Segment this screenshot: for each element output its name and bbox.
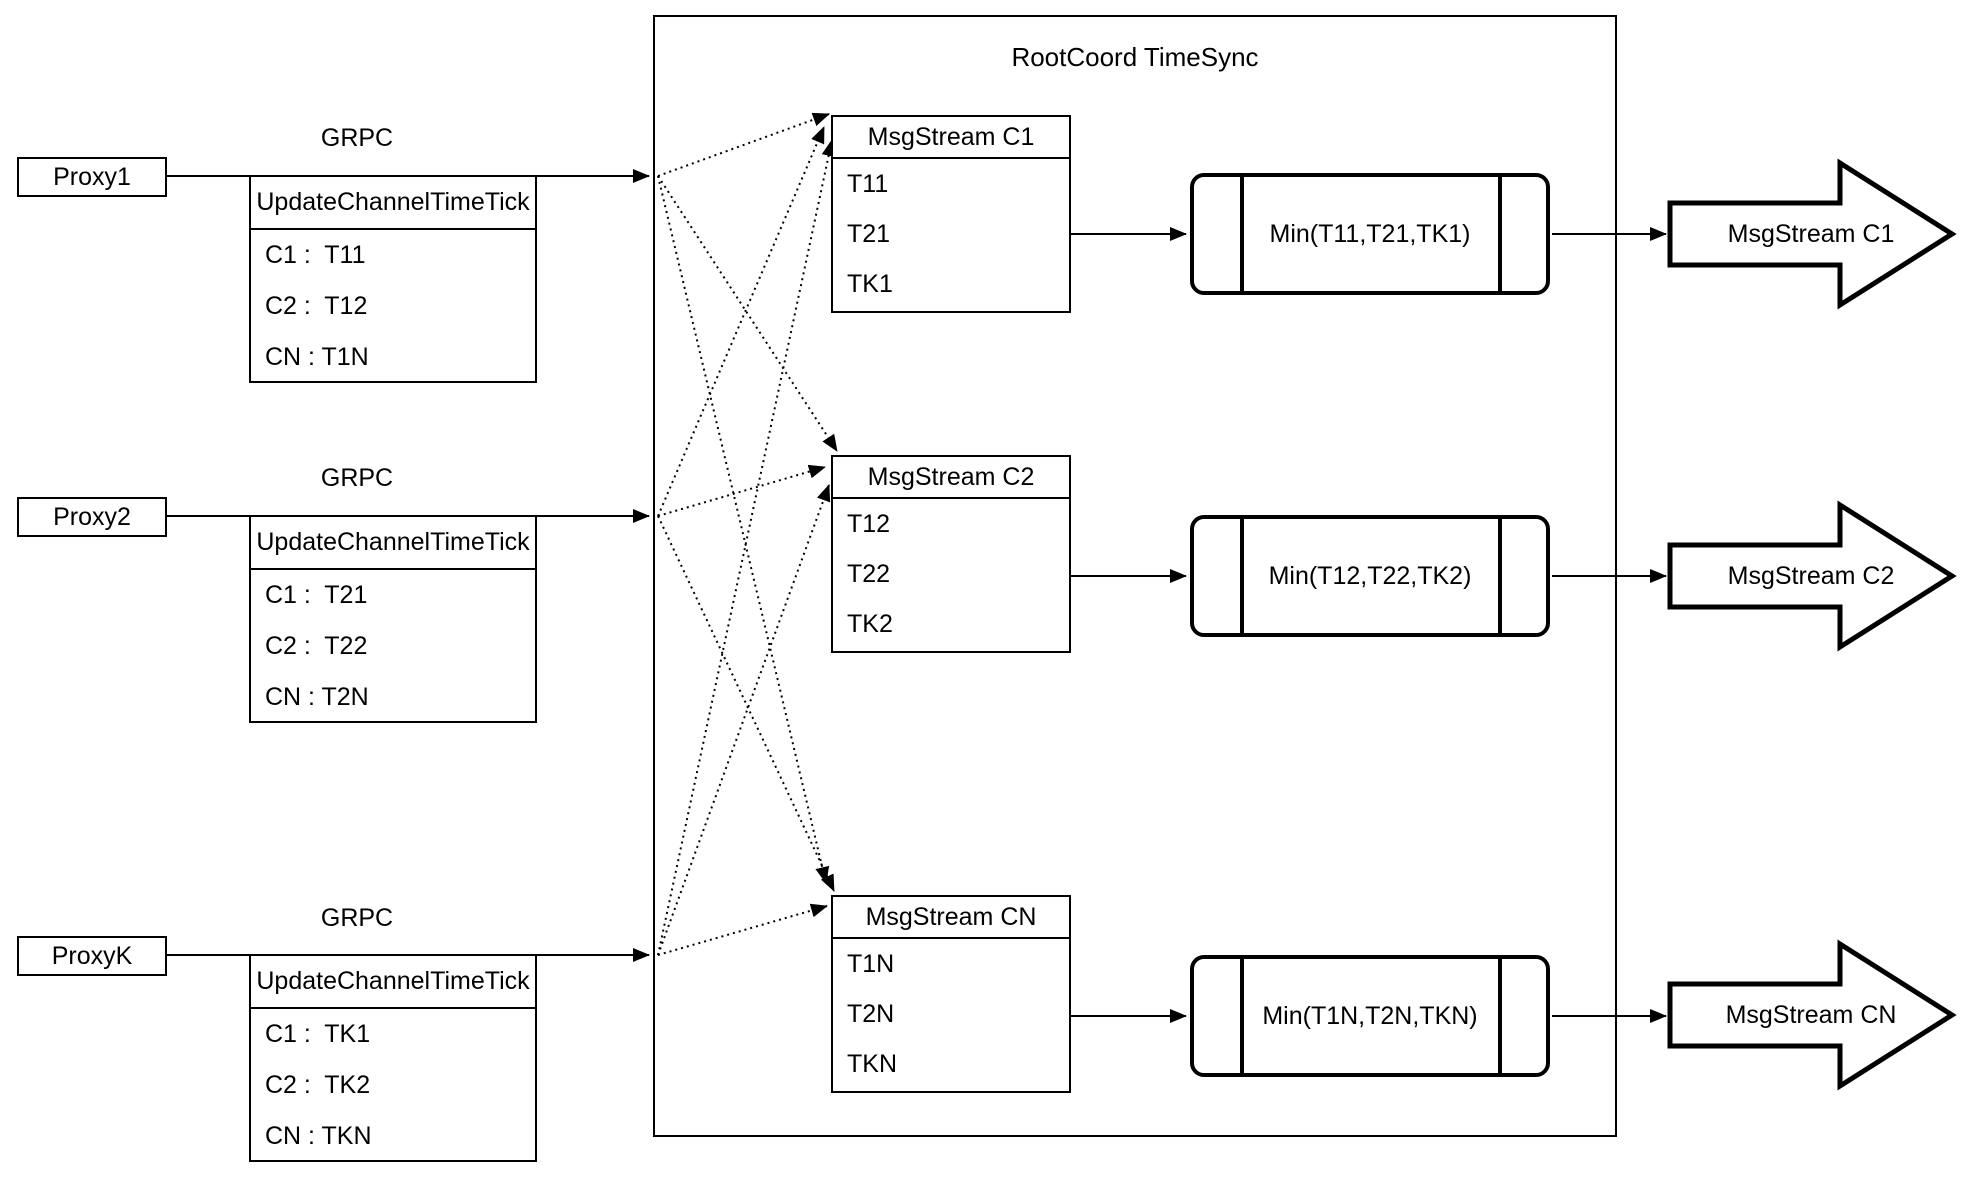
min-node-2-divider <box>1240 519 1244 633</box>
msgstream-box-cn-entry: T2N <box>847 999 895 1028</box>
grpc-label-3: GRPC <box>320 904 394 932</box>
proxyk-box: ProxyK <box>17 936 167 976</box>
output-arrow-c2-label: MsgStream C2 <box>1727 562 1895 590</box>
output-arrow-c2 <box>1667 500 1957 652</box>
min-node-1-divider <box>1498 177 1502 291</box>
min-node-3-divider <box>1498 959 1502 1073</box>
update-table-1-entry: C2 : T12 <box>265 292 368 320</box>
proxy1-label: Proxy1 <box>53 162 131 191</box>
min-node-3: Min(T1N,T2N,TKN) <box>1190 955 1550 1077</box>
msgstream-box-c2-entry: T12 <box>847 509 891 538</box>
min-node-2-divider <box>1498 519 1502 633</box>
msgstream-box-c1-entry: T11 <box>847 169 889 198</box>
msgstream-box-cn: MsgStream CN T1N T2N TKN <box>831 895 1071 1093</box>
update-table-2: UpdateChannelTimeTick C1 : T21 C2 : T22 … <box>249 515 537 723</box>
container-title: RootCoord TimeSync <box>1011 42 1259 72</box>
update-table-2-entry: C1 : T21 <box>265 581 368 609</box>
msgstream-box-cn-title: MsgStream CN <box>833 897 1069 939</box>
min-node-1-divider <box>1240 177 1244 291</box>
msgstream-box-cn-entry: TKN <box>847 1049 897 1078</box>
update-table-3-entry: C2 : TK2 <box>265 1071 371 1099</box>
dotted-p2-to-c1 <box>657 126 825 517</box>
min-node-3-divider <box>1240 959 1244 1073</box>
min-node-2-label: Min(T12,T22,TK2) <box>1268 561 1472 590</box>
update-table-1-entry: C1 : T11 <box>265 241 366 269</box>
msgstream-box-c1-title: MsgStream C1 <box>833 117 1069 159</box>
update-table-1-header: UpdateChannelTimeTick <box>251 177 535 230</box>
min-node-1-label: Min(T11,T21,TK1) <box>1269 219 1471 248</box>
output-arrow-c1-label: MsgStream C1 <box>1727 220 1895 248</box>
msgstream-box-cn-entry: T1N <box>847 949 895 978</box>
output-arrow-cn-label: MsgStream CN <box>1725 1001 1897 1029</box>
update-table-3-header: UpdateChannelTimeTick <box>251 956 535 1009</box>
msgstream-box-c2: MsgStream C2 T12 T22 TK2 <box>831 455 1071 653</box>
update-table-2-header: UpdateChannelTimeTick <box>251 517 535 570</box>
update-table-2-entry: C2 : T22 <box>265 632 368 660</box>
proxy2-box: Proxy2 <box>17 497 167 537</box>
proxy2-label: Proxy2 <box>53 502 131 531</box>
grpc-label-2: GRPC <box>320 464 394 492</box>
dotted-p1-to-c1 <box>657 112 830 177</box>
msgstream-box-c2-title: MsgStream C2 <box>833 457 1069 499</box>
rootcoord-timesync-container: RootCoord TimeSync <box>653 15 1617 1137</box>
msgstream-box-c2-entry: TK2 <box>847 609 893 638</box>
output-arrow-c1 <box>1667 158 1957 310</box>
update-table-3: UpdateChannelTimeTick C1 : TK1 C2 : TK2 … <box>249 954 537 1162</box>
proxy1-box: Proxy1 <box>17 157 167 197</box>
min-node-1: Min(T11,T21,TK1) <box>1190 173 1550 295</box>
msgstream-box-c1-entry: T21 <box>847 219 891 248</box>
dotted-p1-to-cn <box>657 175 830 884</box>
update-table-3-entry: C1 : TK1 <box>265 1020 371 1048</box>
proxyk-label: ProxyK <box>51 941 133 970</box>
update-table-2-entry: CN : T2N <box>265 683 369 711</box>
dotted-pk-to-c1 <box>657 139 836 956</box>
grpc-label-1: GRPC <box>320 124 394 152</box>
msgstream-box-c2-entry: T22 <box>847 559 891 588</box>
min-node-3-label: Min(T1N,T2N,TKN) <box>1262 1001 1478 1030</box>
output-arrow-cn <box>1667 939 1957 1091</box>
min-node-2: Min(T12,T22,TK2) <box>1190 515 1550 637</box>
dotted-p2-to-c2 <box>657 464 826 517</box>
msgstream-box-c1-entry: TK1 <box>847 269 893 298</box>
dotted-p1-to-c2 <box>657 175 838 452</box>
update-table-3-entry: CN : TKN <box>265 1122 372 1150</box>
msgstream-box-c1: MsgStream C1 T11 T21 TK1 <box>831 115 1071 313</box>
update-table-1: UpdateChannelTimeTick C1 : T11 C2 : T12 … <box>249 175 537 383</box>
update-table-1-entry: CN : T1N <box>265 343 369 371</box>
